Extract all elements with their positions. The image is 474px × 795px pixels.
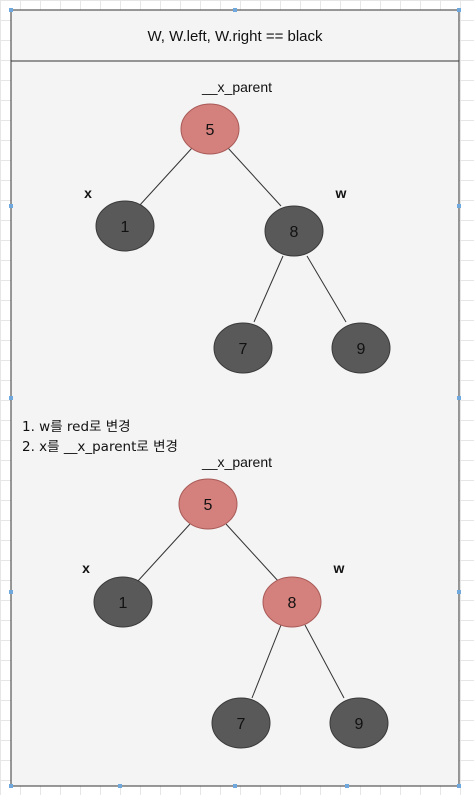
w-label: w xyxy=(335,185,347,201)
tree-node xyxy=(211,697,271,749)
edge-8-9 xyxy=(304,624,345,699)
header-title: W, W.left, W.right == black xyxy=(147,28,323,45)
node-value: 9 xyxy=(357,341,366,358)
edge-5-1 xyxy=(136,523,191,583)
tree-node xyxy=(93,576,153,628)
step-2: 2. x를 __x_parent로 변경 xyxy=(22,439,178,455)
x-label: x xyxy=(82,560,90,576)
node-value: 5 xyxy=(204,497,213,514)
step-1: 1. w를 red로 변경 xyxy=(22,419,131,435)
selection-handles xyxy=(9,8,461,788)
parent-label: __x_parent xyxy=(201,454,272,470)
node-value: 8 xyxy=(290,224,299,241)
x-label: x xyxy=(84,185,92,201)
tree-node xyxy=(262,576,322,628)
edge-8-7 xyxy=(253,255,284,323)
node-value: 1 xyxy=(119,595,128,612)
tree-node xyxy=(331,322,391,374)
tree-node xyxy=(180,103,240,155)
node-value: 8 xyxy=(288,595,297,612)
tree-node xyxy=(329,697,389,749)
edge-8-9 xyxy=(306,255,347,323)
parent-label: __x_parent xyxy=(201,79,272,95)
edge-8-7 xyxy=(251,624,282,699)
tree-node xyxy=(264,205,324,257)
node-value: 7 xyxy=(237,716,246,733)
node-value: 9 xyxy=(355,716,364,733)
tree-before: __x_parent x w 5 1 8 7 9 xyxy=(84,79,391,374)
w-label: w xyxy=(333,560,345,576)
tree-node xyxy=(213,322,273,374)
tree-after: __x_parent x w 5 1 8 7 9 xyxy=(82,454,389,749)
edge-5-1 xyxy=(138,147,193,207)
edge-5-8 xyxy=(225,523,280,583)
node-value: 1 xyxy=(121,219,130,236)
tree-node xyxy=(178,478,238,530)
tree-node xyxy=(95,200,155,252)
node-value: 5 xyxy=(206,122,215,139)
node-value: 7 xyxy=(239,341,248,358)
edge-5-8 xyxy=(227,147,282,207)
